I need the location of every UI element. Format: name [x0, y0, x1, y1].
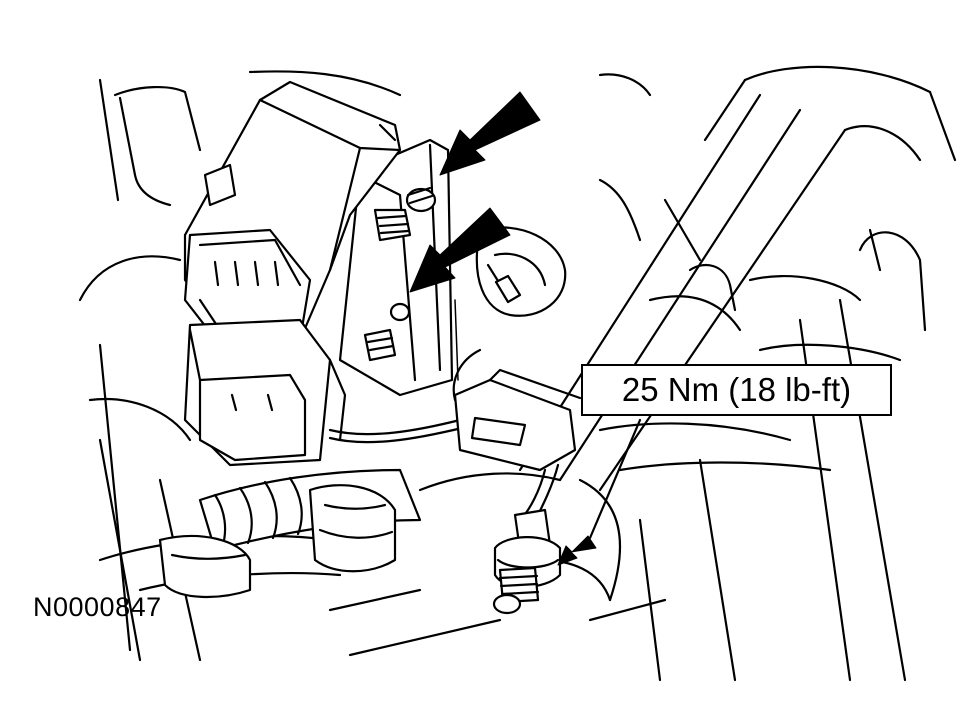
lower-screw-arrow [409, 207, 511, 293]
upper-screw-arrow [439, 91, 541, 176]
background-structure [78, 65, 957, 682]
figure-id: N0000847 [33, 592, 162, 622]
pointer-arrows [409, 91, 642, 566]
ground-bolt [492, 508, 562, 615]
torque-arrow [557, 535, 597, 566]
mounting-screws [363, 186, 437, 362]
grommet-fitting [475, 226, 567, 317]
torque-callout: 25 Nm (18 lb-ft) [581, 364, 892, 416]
wiring-harness-hose [158, 468, 422, 598]
sensor-module [183, 80, 402, 467]
ground-wire [328, 348, 582, 527]
